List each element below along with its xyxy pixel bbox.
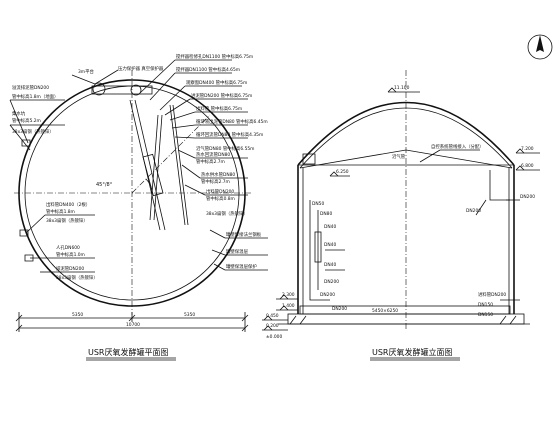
section-callout-11: DN200 — [332, 306, 347, 312]
dim-right: 5350 — [184, 312, 195, 318]
section-callout-3: DN200 — [520, 194, 535, 200]
section-title: USR厌氧发酵罐立面图 — [372, 347, 453, 357]
dome — [297, 101, 515, 166]
elev-right-2: 6.800 — [521, 163, 534, 169]
callout-left-6: 38x3扁钢（热镀锌） — [12, 128, 54, 135]
elevation-markers — [262, 87, 540, 331]
callout-right-14: 38x3扁钢（热镀锌） — [206, 210, 248, 217]
callout-left-2: 溢流排泥管DN200 — [12, 84, 49, 91]
section-view: 11.100 6.250 7.200 6.800 2.300 1.400 0.4… — [262, 70, 540, 361]
plan-dimension-lines — [15, 312, 249, 332]
callout-right-13: 管中标高0.8m — [206, 195, 235, 202]
callout-lower-0: 罐壁焊接法兰钢板 — [226, 231, 262, 238]
north-arrow-icon — [527, 34, 553, 60]
callout-left-11: 管中标高1.0m — [56, 251, 85, 258]
plan-title: USR厌氧发酵罐平面图 — [88, 347, 169, 357]
vacuum-valve-icon — [130, 84, 142, 96]
elev-left-4: 0.200 — [266, 323, 279, 329]
callout-left-12: 排泥管DN200 — [56, 265, 84, 272]
callout-right-0: 搅拌器检修孔DN1100 管中标高6.75m — [176, 53, 253, 60]
section-callout-5: DN80 — [320, 211, 332, 217]
section-callout-6: DN40 — [324, 224, 336, 230]
elev-left-3: 0.450 — [266, 313, 279, 319]
plan-view: 45°/8° — [9, 53, 268, 361]
elev-left-1: 2.300 — [282, 292, 295, 298]
angle-label: 45°/8° — [96, 182, 113, 188]
callout-right-8: 热水回流管DN80 — [196, 151, 230, 158]
callout-left-5: 管中标高5.2m — [12, 117, 41, 124]
callout-lower-2: 罐壁保温层保护 — [226, 263, 257, 270]
top-platform — [91, 85, 153, 95]
section-callout-0: 沼气管 — [392, 153, 406, 160]
elev-left-2: 1.400 — [282, 303, 295, 309]
section-callout-13: DN150 — [478, 302, 493, 308]
elev-roof: 6.250 — [336, 169, 349, 175]
section-callout-7: DN40 — [324, 242, 336, 248]
callout-right-6: 循环回流管DN80 管中标高4.35m — [196, 131, 263, 138]
callout-right-10: 热水供水管DN80 — [201, 171, 235, 178]
callout-left-7: 出料管DN400（2根） — [46, 201, 90, 208]
callout-right-1: 搅拌器DN1100 管中标高4.65m — [176, 66, 240, 73]
section-callout-2: DN200 — [466, 208, 481, 214]
callout-left-8: 管中标高1.8m — [46, 208, 75, 215]
pressure-valve-icon — [92, 82, 106, 96]
callout-right-5: 循环液出泥管DN80 管中标高6.45m — [196, 118, 268, 125]
callout-right-12: 出料管DN200 — [206, 188, 234, 195]
section-callout-12: 进料管DN200 — [478, 291, 506, 298]
section-callout-14: DN150 — [478, 312, 493, 318]
section-callout-1: 自控系统管线接入（分配） — [431, 143, 484, 150]
callout-left-9: 38x3扁钢（热镀锌） — [46, 217, 88, 224]
callout-right-3: 进泥管DN200 管中标高6.75m — [191, 92, 252, 99]
callout-left-4: 集水坑 — [12, 110, 26, 117]
callout-left-13: 38x3扁钢（热镀锌） — [56, 274, 98, 281]
callout-right-2: 观察窗DN400 管中标高6.75m — [186, 79, 247, 86]
callout-left-10: 人孔DN600 — [56, 244, 80, 251]
section-callout-8: DN40 — [324, 262, 336, 268]
elev-base: ±0.000 — [266, 334, 282, 340]
elev-top: 11.100 — [394, 85, 410, 91]
callout-left-0: 压力保护器 真空保护器 — [118, 65, 164, 72]
section-callout-15: 5450×6250 — [372, 308, 398, 314]
callout-right-11: 管中标高2.7m — [201, 178, 230, 185]
dim-total: 10700 — [126, 322, 140, 328]
section-callout-10: DN200 — [320, 292, 335, 298]
callout-right-9: 管中标高2.7m — [196, 158, 225, 165]
callout-lower-1: 罐壁保温层 — [226, 248, 249, 255]
callout-right-7: 沼气管DN80 管中标高6.55m — [196, 145, 254, 152]
section-callout-4: DN50 — [312, 201, 324, 207]
section-callout-9: DN200 — [324, 279, 339, 285]
dim-left: 5350 — [72, 312, 83, 318]
callout-left-3: 管中标高1.8m（地面） — [12, 93, 58, 100]
callout-right-4: 出料管 管中标高6.75m — [196, 105, 242, 112]
elev-right-1: 7.200 — [521, 146, 534, 152]
callout-left-1: 3m平台 — [78, 68, 94, 75]
